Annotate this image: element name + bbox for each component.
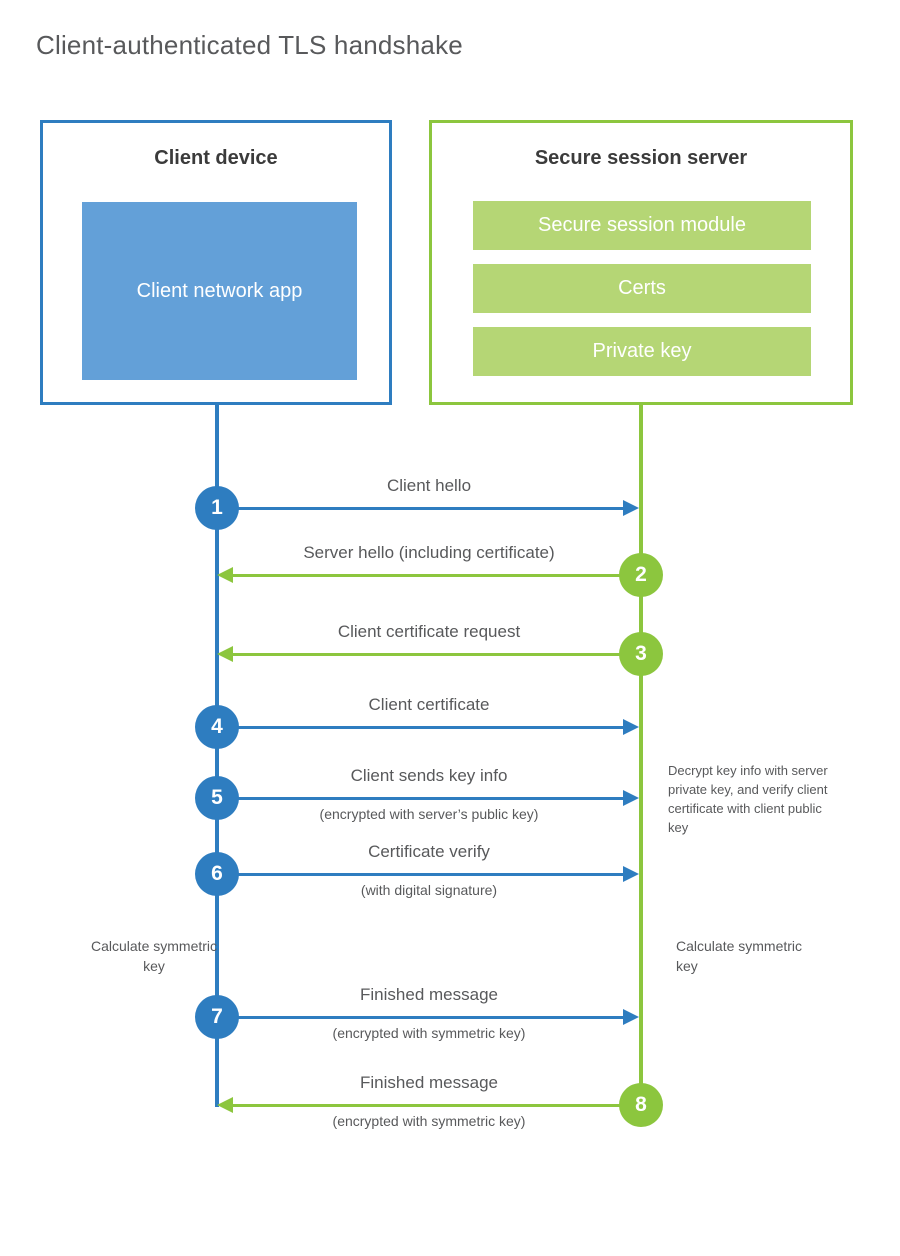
step-badge-4: 4 (195, 705, 239, 749)
message-label-1: Client hello (386, 476, 472, 495)
server-decrypt-annotation: Decrypt key info with server private key… (668, 763, 828, 835)
client-device-box: Client device Client network app (40, 120, 392, 405)
server-module-private-key: Private key (473, 327, 811, 376)
step-badge-5: 5 (195, 776, 239, 820)
client-network-app-block: Client network app (82, 202, 357, 380)
secure-session-server-box: Secure session server Secure session mod… (429, 120, 853, 405)
arrow-head-icon (217, 646, 233, 662)
message-label-6: Certificate verify (368, 842, 490, 861)
server-calculate-symmetric-key-annotation: Calculate symmetric key (676, 938, 803, 975)
message-label-2: Server hello (including certificate) (303, 543, 555, 562)
arrow-shaft-icon (217, 797, 625, 800)
arrow-head-icon (623, 719, 639, 735)
step-badge-7: 7 (195, 995, 239, 1039)
step-badge-6: 6 (195, 852, 239, 896)
arrow-shaft-icon (217, 873, 625, 876)
message-sublabel-6: (with digital signature) (360, 882, 498, 898)
step-badge-2: 2 (619, 553, 663, 597)
message-label-3: Client certificate request (337, 622, 521, 641)
arrow-shaft-icon (217, 1016, 625, 1019)
message-label-7: Finished message (360, 985, 498, 1004)
secure-session-server-title: Secure session server (534, 147, 748, 169)
message-sublabel-7: (encrypted with symmetric key) (332, 1025, 526, 1041)
server-lifeline (639, 405, 643, 1107)
step-badge-1: 1 (195, 486, 239, 530)
arrow-head-icon (623, 500, 639, 516)
arrow-head-icon (623, 1009, 639, 1025)
arrow-shaft-icon (233, 1104, 641, 1107)
server-module-secure-session-module: Secure session module (473, 201, 811, 250)
arrow-head-icon (623, 790, 639, 806)
client-calculate-symmetric-key-annotation: Calculate symmetric key (90, 938, 218, 975)
step-badge-8: 8 (619, 1083, 663, 1127)
client-lifeline (215, 405, 219, 1107)
page-title: Client-authenticated TLS handshake (36, 30, 463, 60)
message-sublabel-8: (encrypted with symmetric key) (332, 1113, 526, 1129)
message-label-5: Client sends key info (350, 766, 508, 785)
arrow-head-icon (217, 567, 233, 583)
message-sublabel-5: (encrypted with server’s public key) (319, 806, 539, 822)
arrow-head-icon (217, 1097, 233, 1113)
arrow-shaft-icon (217, 507, 625, 510)
message-label-4: Client certificate (368, 695, 490, 714)
arrow-head-icon (623, 866, 639, 882)
arrow-shaft-icon (233, 574, 641, 577)
server-module-certs: Certs (473, 264, 811, 313)
step-badge-3: 3 (619, 632, 663, 676)
client-device-title: Client device (154, 147, 278, 169)
arrow-shaft-icon (217, 726, 625, 729)
arrow-shaft-icon (233, 653, 641, 656)
message-label-8: Finished message (360, 1073, 498, 1092)
